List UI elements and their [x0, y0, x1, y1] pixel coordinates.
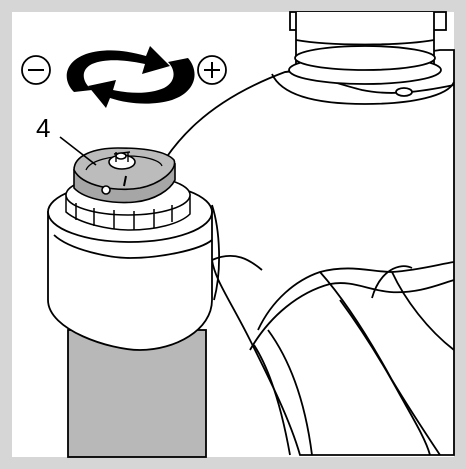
- rebound-adjuster-knob: [73, 147, 176, 204]
- callout-leader-line: [59, 136, 97, 166]
- callout-number: 4: [36, 113, 50, 143]
- rotate-both-ways-icon: [21, 46, 227, 108]
- rotate-arrow-counterclockwise-icon: [88, 58, 195, 108]
- rotate-arrow-clockwise-icon: [66, 46, 170, 92]
- fork-arch: [249, 261, 455, 456]
- steerer-tube: [271, 11, 455, 105]
